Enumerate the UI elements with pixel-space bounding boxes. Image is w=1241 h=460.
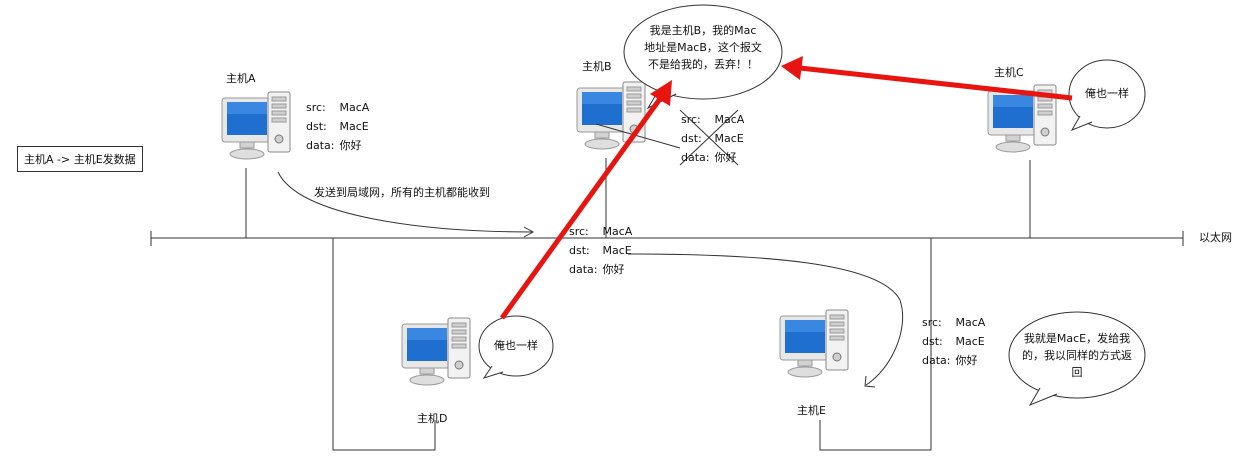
data-key: data:: [306, 139, 335, 152]
dst-value: MacE: [602, 244, 632, 257]
bubble-b-line: 不是给我的，丢弃！！: [648, 58, 758, 71]
bubble-e-line: 我就是MacE，发给我: [1023, 332, 1131, 345]
data-key: data:: [569, 263, 598, 276]
dst-value: MacE: [339, 120, 369, 133]
packet-host-a: src: MacA dst: MacE data: 你好: [306, 98, 369, 155]
data-value: 你好: [714, 151, 737, 164]
bubble-b-line: 我是主机B，我的Mac: [649, 24, 757, 37]
data-key: data:: [681, 151, 710, 164]
host-b-label: 主机B: [582, 60, 612, 73]
bubble-d-text: 俺也一样: [494, 339, 538, 352]
pointer-line: [595, 123, 681, 149]
bubble-b-text: 我是主机B，我的Mac 地址是MacB，这个报文 不是给我的，丢弃！！: [636, 22, 770, 73]
host-d-label: 主机D: [417, 412, 448, 425]
dst-key: dst:: [681, 132, 702, 145]
bubble-b-line: 地址是MacB，这个报文: [644, 41, 762, 54]
speech-bubble-e: [1008, 311, 1146, 407]
red-arrow-from-d: [499, 80, 672, 320]
desktop-computer-icon: [221, 91, 291, 160]
bubble-c-text: 俺也一样: [1085, 87, 1129, 100]
title-text: 主机A -> 主机E发数据: [24, 153, 136, 166]
desktop-computer-icon: [779, 309, 849, 378]
title-box: 主机A -> 主机E发数据: [17, 146, 143, 172]
ethernet-bus: [150, 158, 1184, 451]
dst-key: dst:: [569, 244, 590, 257]
packet-host-b: src: MacA dst: MacE data: 你好: [681, 110, 744, 167]
data-key: data:: [922, 354, 951, 367]
broadcast-arrow: [277, 171, 535, 238]
desktop-computer-icon: [401, 317, 471, 386]
bubble-e-text: 我就是MacE，发给我 的，我以同样的方式返回: [1017, 330, 1137, 381]
delivery-arrow: [627, 253, 904, 388]
src-value: MacA: [955, 316, 986, 329]
src-value: MacA: [714, 113, 745, 126]
src-key: src:: [569, 225, 589, 238]
discard-cross: [679, 109, 739, 166]
red-arrow-from-c: [781, 56, 1073, 101]
bubble-e-line: 的，我以同样的方式返回: [1022, 349, 1132, 379]
packet-host-e: src: MacA dst: MacE data: 你好: [922, 313, 985, 370]
dst-key: dst:: [306, 120, 327, 133]
host-a-label: 主机A: [226, 72, 256, 85]
speech-bubble-c: [1068, 59, 1146, 131]
dst-value: MacE: [955, 335, 985, 348]
src-key: src:: [306, 101, 326, 114]
host-c-label: 主机C: [994, 66, 1024, 79]
src-value: MacA: [339, 101, 370, 114]
broadcast-note: 发送到局域网，所有的主机都能收到: [314, 186, 490, 199]
src-key: src:: [681, 113, 701, 126]
dst-value: MacE: [714, 132, 744, 145]
packet-bus: src: MacA dst: MacE data: 你好: [569, 222, 632, 279]
network-label: 以太网: [1199, 231, 1232, 244]
desktop-computer-icon: [576, 81, 646, 150]
host-e-label: 主机E: [797, 404, 826, 417]
dst-key: dst:: [922, 335, 943, 348]
src-key: src:: [922, 316, 942, 329]
data-value: 你好: [955, 354, 978, 367]
data-value: 你好: [339, 139, 362, 152]
data-value: 你好: [602, 263, 625, 276]
speech-bubble-d: [478, 315, 554, 379]
src-value: MacA: [602, 225, 633, 238]
